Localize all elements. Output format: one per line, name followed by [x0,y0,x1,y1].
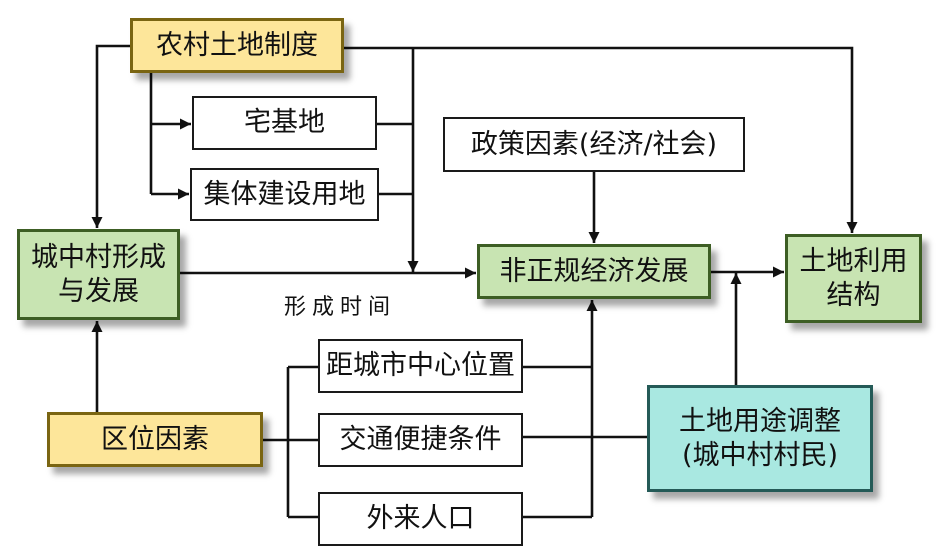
node-transport-convenience: 交通便捷条件 [318,413,523,467]
node-label: 外来人口 [366,503,475,535]
node-label: 农村土地制度 [156,29,318,61]
node-homestead: 宅基地 [192,96,377,150]
node-label: 集体建设用地 [203,178,366,210]
node-rural-land-system: 农村土地制度 [130,18,344,73]
node-label: 政策因素(经济/社会) [470,128,718,160]
node-label: 土地利用 结构 [799,245,908,311]
node-label: 城中村形成 与发展 [31,241,166,307]
node-informal-economy: 非正规经济发展 [477,244,711,299]
node-distance-to-center: 距城市中心位置 [318,339,523,393]
node-label: 土地用途调整 (城中村村民) [679,405,841,471]
node-label: 距城市中心位置 [326,350,515,382]
node-land-use-structure: 土地利用 结构 [785,234,922,323]
edge-rural-to-village [91,44,130,228]
node-label: 非正规经济发展 [499,255,689,287]
edge-rural-to-landuse [344,46,858,233]
edge-label-formation-time: 形成时间 [284,295,397,320]
node-label: 宅基地 [244,107,325,139]
node-location-factors: 区位因素 [47,412,263,467]
node-label: 区位因素 [101,423,209,455]
node-policy-factors: 政策因素(经济/社会) [443,117,745,172]
node-urban-village-formation: 城中村形成 与发展 [17,229,180,320]
node-land-use-adjustment: 土地用途调整 (城中村村民) [647,385,873,492]
node-label: 交通便捷条件 [339,424,502,456]
edge-location-branches [263,365,318,519]
edge-factors-to-informal [523,300,592,519]
node-migrant-population: 外来人口 [318,492,523,546]
node-collective-construction-land: 集体建设用地 [190,168,379,221]
